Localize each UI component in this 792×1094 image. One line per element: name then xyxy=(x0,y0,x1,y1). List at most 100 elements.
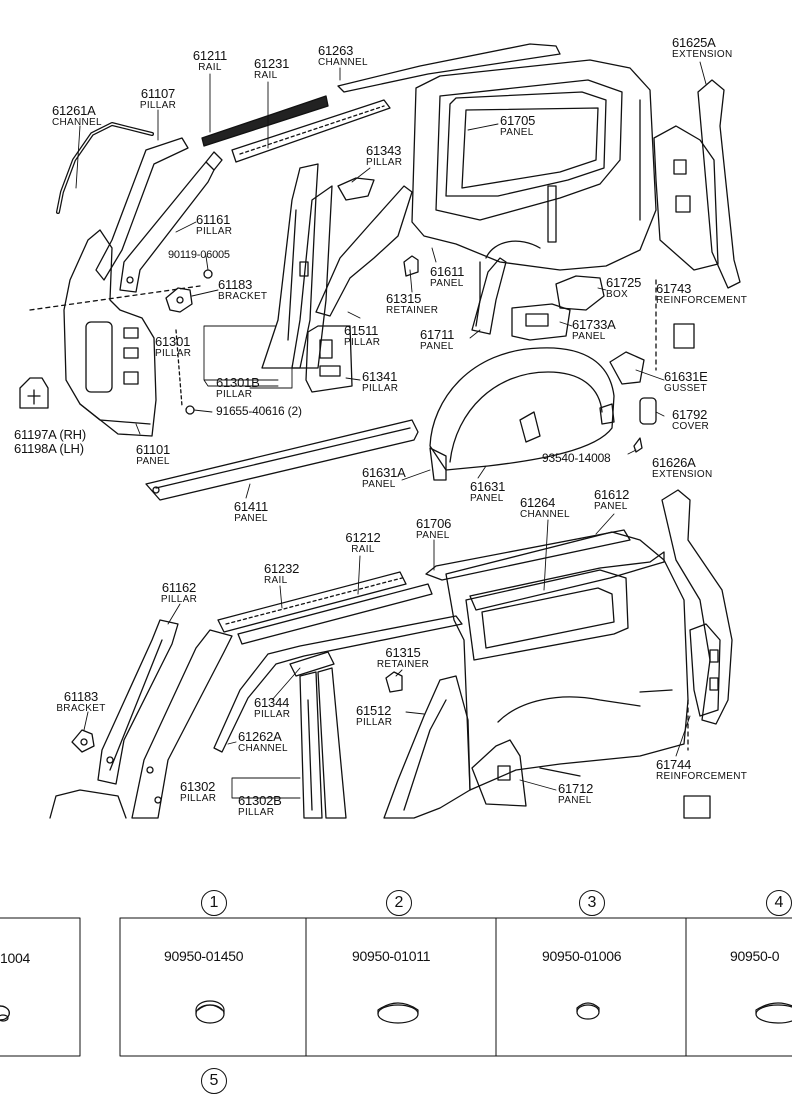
pillar-61343 xyxy=(337,177,375,201)
rail-61231 xyxy=(231,99,391,163)
part-name: BOX xyxy=(606,289,629,300)
part-number: 61792 xyxy=(672,407,708,422)
part-name: GUSSET xyxy=(664,383,707,394)
pillar-61302 xyxy=(299,671,323,819)
part-number: 61301 xyxy=(155,334,191,349)
part-name: PANEL xyxy=(420,341,454,352)
part-number: 61197A (RH) xyxy=(14,427,86,442)
part-name: EXTENSION xyxy=(672,49,733,60)
part-number: 61231 xyxy=(254,56,290,71)
part-name: PANEL xyxy=(594,501,628,512)
label-91655: 91655-40616 (2) xyxy=(216,405,302,417)
gusset-61631e xyxy=(609,351,645,385)
part-number: 61705 xyxy=(500,113,536,128)
part-number: 61744 xyxy=(656,757,692,772)
part-number: 61315 xyxy=(386,291,422,306)
part-number: 61711 xyxy=(420,327,455,342)
part-number: 61211 xyxy=(192,48,228,63)
part-number: 61344 xyxy=(254,695,290,710)
label-90119: 90119-06005 xyxy=(168,250,230,261)
part-name: REINFORCEMENT xyxy=(656,771,748,782)
part-number: 61712 xyxy=(558,781,594,796)
part-number: 61631 xyxy=(470,479,506,494)
part-name: PILLAR xyxy=(216,389,253,400)
part-number: 91655-40616 (2) xyxy=(216,404,302,418)
part-name: BRACKET xyxy=(218,291,268,302)
part-number: 61631A xyxy=(362,465,406,480)
panel-61411 xyxy=(145,419,419,501)
part-number: 61183 xyxy=(63,689,99,704)
part-name: PANEL xyxy=(470,493,504,504)
part-name: COVER xyxy=(672,421,710,432)
part-number: 61183 xyxy=(218,277,253,292)
bracket-61183-bottom xyxy=(71,729,95,753)
panel-61101 xyxy=(63,229,157,437)
panel-61631a xyxy=(429,447,447,481)
part-number: 61626A xyxy=(652,455,696,470)
part-number: 61212 xyxy=(345,530,381,545)
panel-61711 xyxy=(471,257,507,335)
part-number: 61343 xyxy=(366,143,402,158)
retainer-61315-bottom xyxy=(385,671,403,693)
channel-61262a xyxy=(213,615,463,753)
part-name: PANEL xyxy=(136,456,170,467)
part-name: PANEL xyxy=(500,127,534,138)
part-number: 61302B xyxy=(238,793,282,808)
part-number: 61706 xyxy=(416,516,452,531)
part-name: PANEL xyxy=(362,479,396,490)
rail-61211 xyxy=(201,95,329,147)
pillar-61512 xyxy=(383,675,471,819)
part-number: 61261A xyxy=(52,103,96,118)
part-name: RAIL xyxy=(351,544,375,555)
part-number: 90119-06005 xyxy=(168,249,230,261)
part-number: 93540-14008 xyxy=(542,451,611,465)
part-name: PILLAR xyxy=(362,383,399,394)
rail-61232 xyxy=(217,571,407,633)
part-name: PANEL xyxy=(430,278,464,289)
pillar-61162 xyxy=(97,619,179,785)
part-name: PILLAR xyxy=(238,807,275,818)
callout-5: 5 xyxy=(201,1068,227,1094)
pillar-61344 xyxy=(289,651,335,677)
plug-icons xyxy=(0,1000,792,1024)
part-number: 61232 xyxy=(264,561,300,576)
plug-part-1: 90950-01450 xyxy=(164,948,244,964)
reinforcement-61744 xyxy=(689,623,721,717)
part-name: RETAINER xyxy=(386,305,439,316)
panel-61631 xyxy=(429,347,615,471)
pillar-61301 xyxy=(261,163,319,369)
part-number: 61162 xyxy=(161,580,197,595)
panel-61612 xyxy=(445,531,689,791)
part-name: RAIL xyxy=(198,62,222,73)
callout-1: 1 xyxy=(201,890,227,916)
part-name: EXTENSION xyxy=(652,469,713,480)
part-number: 61301B xyxy=(216,375,260,390)
